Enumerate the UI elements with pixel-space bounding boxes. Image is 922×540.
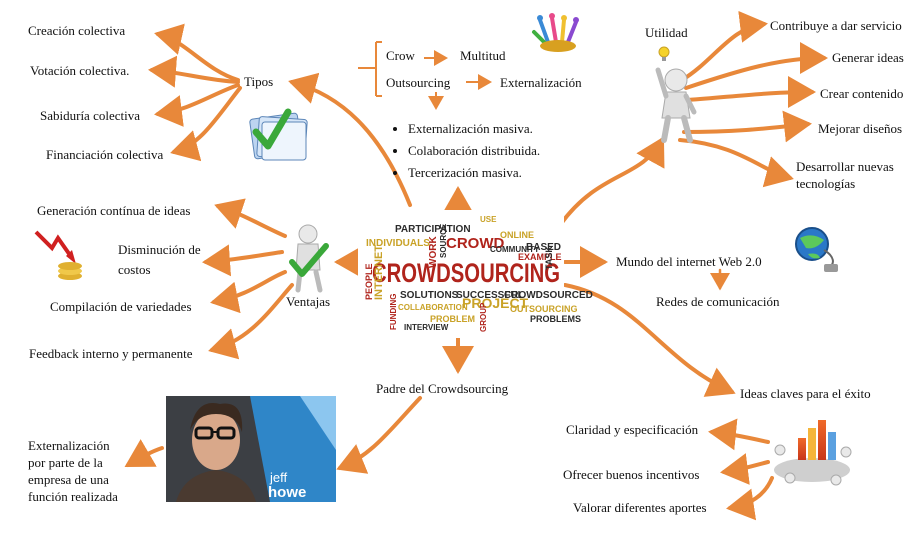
cloud-word: COMMUNITY xyxy=(490,245,540,254)
web-label: Mundo del internet Web 2.0 xyxy=(616,254,762,269)
arrow-vent-3 xyxy=(210,270,287,314)
arrow-center-to-utilidad xyxy=(558,136,665,227)
cloud-word: INDIVIDUALS xyxy=(366,238,430,249)
ventajas-item-1: Generación contínua de ideas xyxy=(37,203,191,218)
cloud-word: INTERVIEW xyxy=(404,323,449,332)
cloud-word: USE xyxy=(480,215,497,224)
team-figures-icon xyxy=(530,13,586,54)
arrow-tipos-financiacion xyxy=(170,86,242,162)
def-bullet: Externalización masiva. xyxy=(408,118,540,140)
globe-network-icon xyxy=(795,227,838,272)
arrow-photo-to-desc xyxy=(124,439,164,468)
ventajas-label: Ventajas xyxy=(286,294,331,309)
cloud-word: PROJECT xyxy=(462,295,529,311)
arrow-vent-1 xyxy=(214,198,287,238)
connector-arrows xyxy=(124,10,828,521)
utilidad-item-3: Crear contenido xyxy=(820,86,904,101)
arrow-util-3 xyxy=(686,76,816,109)
def-bullet: Colaboración distribuida. xyxy=(408,140,540,162)
arrow-claves-2 xyxy=(720,453,770,485)
cloud-word: FUNDING xyxy=(389,294,398,330)
cloud-word: PROBLEM xyxy=(430,314,475,324)
documents-check-icon xyxy=(249,108,308,161)
arrow-tipos-sabiduria xyxy=(154,83,240,127)
padre-label: Padre del Crowdsourcing xyxy=(376,381,509,396)
cloud-word: EXAMPLE xyxy=(518,252,562,262)
arrow-util-1 xyxy=(680,10,768,82)
utilidad-item-1: Contribuye a dar servicio xyxy=(770,18,902,33)
cloud-word: SOLUTIONS xyxy=(400,290,459,301)
arrow-padre-to-photo xyxy=(336,396,422,474)
tipos-item-creacion: Creación colectiva xyxy=(28,23,126,38)
tipos-item-financiacion: Financiación colectiva xyxy=(46,147,164,162)
claves-item-2: Ofrecer buenos incentivos xyxy=(563,467,700,482)
cloud-word: WORK xyxy=(428,236,439,268)
approval-figure-icon xyxy=(289,224,329,293)
utilidad-item-5: Desarrollar nuevas tecnologías xyxy=(796,159,894,191)
arrow-util-4 xyxy=(682,110,812,143)
cloud-word: COLLABORATION xyxy=(398,303,468,312)
jeff-howe-photo: jeff howe xyxy=(166,396,336,502)
cloud-word: SOURCE xyxy=(439,223,448,258)
ventajas-item-3: Compilación de variedades xyxy=(50,299,192,314)
arrow-vent-4 xyxy=(208,283,294,360)
tipos-item-sabiduria: Sabiduría colectiva xyxy=(40,108,140,123)
arrow-util-5 xyxy=(678,138,794,188)
claves-item-1: Claridad y especificación xyxy=(566,422,699,437)
definition-bracket xyxy=(358,41,492,110)
cloud-word: PARTICIPATION xyxy=(395,224,471,235)
arrow-center-to-tipos xyxy=(288,72,412,207)
utilidad-label: Utilidad xyxy=(645,25,688,40)
tipos-label: Tipos xyxy=(244,74,274,89)
arrow-claves-3 xyxy=(726,476,774,521)
cloud-word: CROWDSOURCED xyxy=(504,290,593,301)
definition-bullet-list: Externalización masiva. Colaboración dis… xyxy=(386,118,540,184)
arrow-vent-2 xyxy=(202,244,284,277)
arrow-tipos-votacion xyxy=(148,55,240,88)
ventajas-item-4: Feedback interno y permanente xyxy=(29,346,193,361)
claves-label: Ideas claves para el éxito xyxy=(740,386,871,401)
utilidad-item-2: Generar ideas xyxy=(832,50,904,65)
arrow-util-2 xyxy=(684,42,828,90)
cost-down-chart-icon xyxy=(34,230,82,280)
cloud-word: TASK xyxy=(544,246,554,270)
crowdsourcing-word-cloud: PARTICIPATION USE INDIVIDUALS CROWD ONLI… xyxy=(358,210,593,338)
cloud-word: CROWD xyxy=(446,235,504,252)
def-bullet: Tercerización masiva. xyxy=(408,162,540,184)
photo-caption-howe: howe xyxy=(268,484,306,501)
utilidad-item-4: Mejorar diseños xyxy=(818,121,903,136)
cloud-word: PROBLEMS xyxy=(530,314,581,324)
padre-description: Externalización por parte de la empresa … xyxy=(28,438,118,504)
arrow-tipos-creacion xyxy=(154,23,240,82)
ventajas-item-2: Disminución de costos xyxy=(118,242,201,277)
def-multitud: Multitud xyxy=(460,48,506,63)
cloud-word: BASED xyxy=(526,242,561,253)
def-externalizacion: Externalización xyxy=(500,75,582,90)
arrow-center-to-claves xyxy=(563,283,736,397)
def-crow: Crow xyxy=(386,48,415,63)
claves-item-3: Valorar diferentes aportes xyxy=(573,500,707,515)
cloud-word: OUTSOURCING xyxy=(510,304,578,314)
photo-caption-jeff: jeff xyxy=(269,470,287,485)
cloud-title: CROWDSOURCING xyxy=(372,258,560,288)
cloud-word: GROUP xyxy=(479,302,488,332)
idea-figure-icon xyxy=(655,46,697,143)
cloud-word: SUCCESSFUL xyxy=(456,290,524,301)
def-outsourcing: Outsourcing xyxy=(386,75,451,90)
tipos-item-votacion: Votación colectiva. xyxy=(30,63,130,78)
web-sub-redes: Redes de comunicación xyxy=(656,294,780,309)
cloud-word: INTERNET xyxy=(373,245,385,300)
meeting-chart-icon xyxy=(774,420,852,486)
cloud-word: PEOPLE xyxy=(364,263,374,300)
arrow-claves-1 xyxy=(708,418,770,451)
cloud-word: ONLINE xyxy=(500,230,534,240)
